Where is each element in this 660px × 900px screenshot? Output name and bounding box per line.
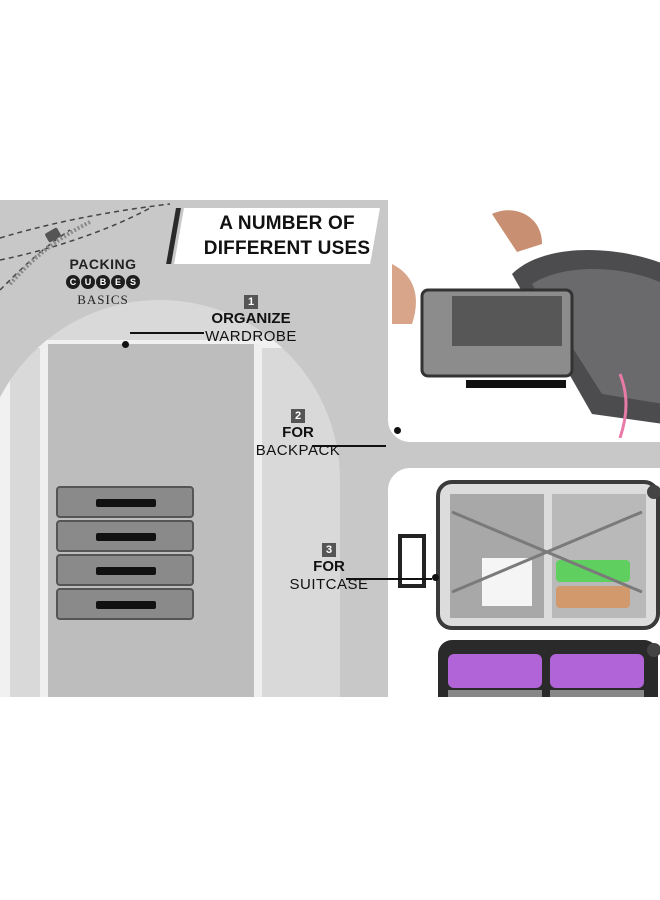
use-3-label-light: SUITCASE [289, 576, 369, 593]
brand-top: PACKING [69, 256, 137, 272]
leader-dot-2 [394, 427, 401, 434]
leader-dot-1 [122, 341, 129, 348]
use-for-backpack: 2 FOR BACKPACK [250, 406, 346, 460]
brand-middle: C U B E S [58, 275, 148, 293]
use-1-label-light: WARDROBE [205, 328, 297, 345]
title-line-1: A NUMBER OF [219, 213, 355, 234]
product-infographic: A NUMBER OF DIFFERENT USES PACKING C U B… [0, 200, 660, 697]
use-2-label-bold: FOR [282, 424, 314, 441]
leader-dot-3 [432, 574, 439, 581]
zipper-stitch-decoration [0, 203, 171, 291]
title-line-2: DIFFERENT USES [203, 238, 371, 259]
leader-line-3 [346, 578, 432, 580]
use-number-1: 1 [244, 295, 258, 309]
brand-logo: PACKING C U B E S BASICS [58, 256, 148, 307]
use-number-3: 3 [322, 543, 336, 557]
use-organize-wardrobe: 1 ORGANIZE WARDROBE [196, 292, 306, 346]
packing-cube [56, 554, 194, 586]
leader-line-2 [312, 445, 386, 447]
use-3-label-bold: FOR [313, 558, 345, 575]
use-1-label-bold: ORGANIZE [211, 310, 291, 327]
use-for-suitcase: 3 FOR SUITCASE [286, 540, 372, 594]
backpack-image [392, 210, 660, 438]
leader-line-1 [130, 332, 204, 334]
page-title: A NUMBER OF DIFFERENT USES [192, 211, 382, 261]
suitcase-image [398, 480, 660, 697]
backpack-photo [388, 200, 660, 442]
suitcase-photo [388, 468, 660, 697]
use-number-2: 2 [291, 409, 305, 423]
wardrobe-illustration [0, 300, 340, 697]
packing-cube [56, 486, 194, 518]
packing-cube [56, 520, 194, 552]
packing-cube [56, 588, 194, 620]
brand-bottom: BASICS [77, 292, 129, 307]
